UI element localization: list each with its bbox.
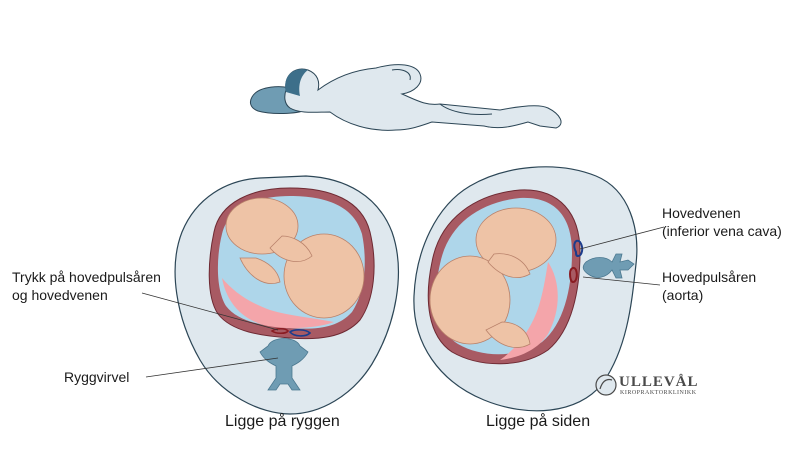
reclining-woman-illustration [249,64,562,131]
leader-artery [582,276,661,286]
leader-vein [579,226,665,250]
placenta-back [222,278,334,329]
aorta-side [568,266,578,284]
fetus-side [429,207,557,348]
artery-label-line2: (aorta) [662,287,704,303]
cross-section-side [413,166,638,412]
vena-cava-side [573,239,584,258]
fetus-back [225,197,365,319]
logo-name: ULLEVÅL [619,374,699,390]
woman-hair [285,69,308,96]
leader-vertebra [145,357,279,378]
pressure-label: Trykk på hovedpulsåren og hovedvenen [12,268,161,304]
leader-pressure [141,292,279,331]
pressure-label-line2: og hovedvenen [12,287,108,303]
woman-body [284,64,562,131]
caption-back: Ligge på ryggen [225,413,340,430]
vein-label: Hovedvenen (inferior vena cava) [662,204,782,240]
vertebra-back [259,338,309,391]
logo-subtitle: KIROPRAKTORKLINIKK [620,390,697,396]
placenta-side [500,262,558,360]
vena-cava-back [288,329,312,337]
vein-label-line1: Hovedvenen [662,205,741,221]
cross-section-back [174,175,399,415]
artery-label: Hovedpulsåren (aorta) [662,268,756,304]
vein-label-line2: (inferior vena cava) [662,223,782,239]
pressure-label-line1: Trykk på hovedpulsåren [12,269,161,285]
clinic-logo-mark [595,374,617,396]
artery-label-line1: Hovedpulsåren [662,269,757,285]
vertebra-label: Ryggvirvel [64,369,130,385]
aorta-back [270,327,289,335]
caption-side: Ligge på siden [486,413,591,430]
vertebra-side [582,253,635,279]
leader-lines [141,226,665,378]
